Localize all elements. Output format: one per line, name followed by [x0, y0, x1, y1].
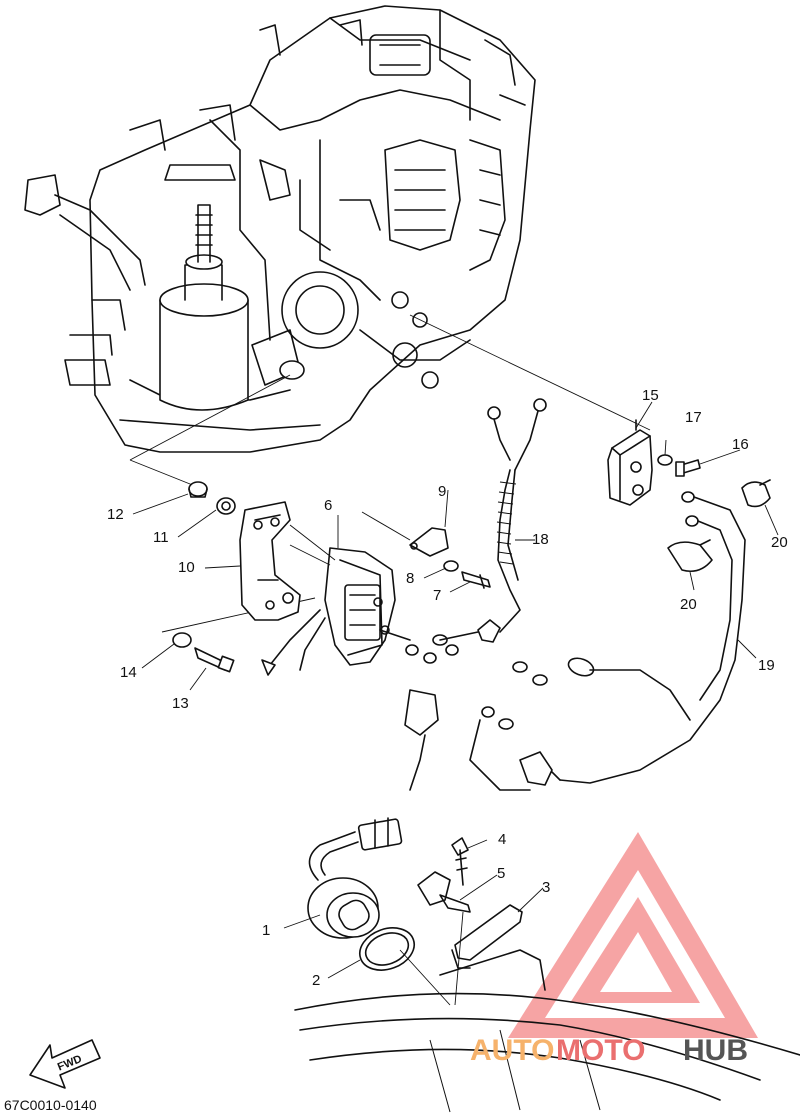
clamp-5 [417, 871, 471, 913]
callout-10: 10 [178, 559, 195, 576]
washer-8 [443, 560, 459, 572]
callout-1: 1 [262, 922, 270, 939]
o-ring-2 [359, 927, 415, 971]
wire-harness-18 [432, 398, 547, 646]
watermark-part-hub: HUB [683, 1034, 748, 1067]
watermark-logo [508, 832, 758, 1038]
callout-18: 18 [532, 531, 549, 548]
mounting-bracket [239, 501, 301, 621]
engine-block [24, 5, 536, 461]
callout-4: 4 [498, 831, 506, 848]
bolt-7 [461, 571, 491, 589]
callout-15: 15 [642, 387, 659, 404]
callout-16: 16 [732, 436, 749, 453]
bolt-13 [194, 647, 235, 673]
callout-8: 8 [406, 570, 414, 587]
callout-20-lower: 20 [680, 596, 697, 613]
lower-cowling [294, 949, 800, 1113]
callout-12: 12 [107, 506, 124, 523]
callout-6: 6 [324, 497, 332, 514]
fwd-arrow-icon: FWD [29, 1039, 101, 1089]
rectifier-regulator [324, 547, 411, 666]
terminal-cap-20-upper [741, 479, 771, 508]
callout-3: 3 [542, 879, 550, 896]
callout-11: 11 [153, 529, 169, 546]
callout-17: 17 [685, 409, 702, 426]
washer-14 [172, 632, 192, 648]
collar-12 [188, 481, 208, 498]
callout-9: 9 [438, 483, 446, 500]
clamp-9 [409, 527, 449, 557]
battery-cable-19 [404, 491, 746, 791]
callout-14: 14 [120, 664, 137, 681]
watermark-part-moto: MOTO [556, 1034, 645, 1067]
diagram-code: 67C0010-0140 [4, 1097, 97, 1113]
callout-19: 19 [758, 657, 775, 674]
callout-20-upper: 20 [771, 534, 788, 551]
callout-7: 7 [433, 587, 441, 604]
gauge-1 [307, 817, 403, 939]
callout-5: 5 [497, 865, 505, 882]
starter-relay-15 [607, 419, 653, 506]
terminal-cap-20-lower [667, 539, 713, 573]
bolt-4 [451, 837, 469, 886]
bolt-16 [675, 459, 701, 477]
watermark-text: AUTO MOTO HUB [470, 1034, 748, 1067]
grommet-11 [216, 497, 236, 515]
starter-motor [159, 164, 305, 411]
washer-17 [657, 454, 673, 466]
watermark-part-auto: AUTO [470, 1034, 554, 1067]
callout-13: 13 [172, 695, 189, 712]
callout-2: 2 [312, 972, 320, 989]
